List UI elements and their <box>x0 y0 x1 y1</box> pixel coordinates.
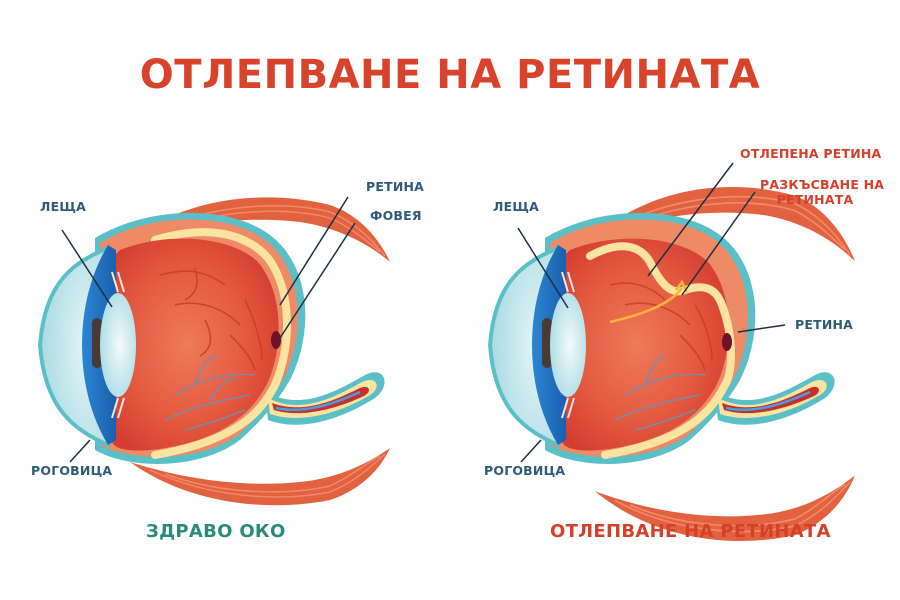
label-lens-healthy: ЛЕЩА <box>40 199 86 214</box>
healthy-eye-illustration <box>37 196 391 506</box>
label-cornea-detached: РОГОВИЦА <box>484 463 566 478</box>
healthy-leader-lines <box>61 196 356 463</box>
page-title: ОТЛЕПВАНЕ НА РЕТИНАТА <box>139 52 761 98</box>
label-fovea-healthy: ФОВЕЯ <box>370 208 422 223</box>
label-retinal-tear-line2: РЕТИНАТА <box>776 192 854 207</box>
label-detached-retina: ОТЛЕПЕНА РЕТИНА <box>740 146 882 161</box>
label-retinal-tear-line1: РАЗКЪСВАНЕ НА <box>760 177 885 192</box>
caption-detached-eye: ОТЛЕПВАНЕ НА РЕТИНАТА <box>550 521 831 542</box>
label-retina-detached: РЕТИНА <box>795 317 854 332</box>
label-retina-healthy: РЕТИНА <box>366 179 425 194</box>
label-retinal-tear: РАЗКЪСВАНЕ НА РЕТИНАТА <box>760 177 885 207</box>
fovea-spot <box>271 331 281 349</box>
detached-leader-lines <box>517 162 786 463</box>
label-lens-detached: ЛЕЩА <box>493 199 539 214</box>
detached-eye-illustration <box>487 186 856 542</box>
label-cornea-healthy: РОГОВИЦА <box>31 463 113 478</box>
caption-healthy-eye: ЗДРАВО ОКО <box>146 521 286 542</box>
